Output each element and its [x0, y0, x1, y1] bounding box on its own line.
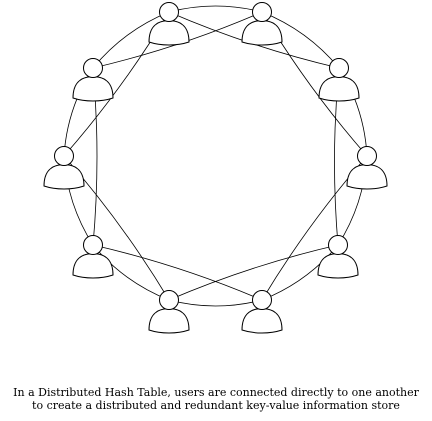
user-icon — [318, 58, 360, 102]
user-body — [346, 164, 388, 190]
user-icon — [148, 2, 190, 46]
user-head — [252, 2, 272, 22]
user-icon — [72, 58, 114, 102]
chord-link — [92, 244, 263, 301]
ring-link — [168, 299, 263, 307]
ring-link — [168, 5, 263, 13]
chord-link — [168, 244, 339, 301]
user-body — [72, 253, 114, 279]
caption-line-1: In a Distributed Hash Table, users are c… — [13, 386, 419, 399]
user-head — [83, 58, 103, 78]
user-icon — [241, 290, 283, 334]
user-icon — [72, 235, 114, 279]
caption-line-2: to create a distributed and redundant ke… — [32, 399, 400, 412]
user-head — [54, 146, 74, 166]
user-head — [159, 2, 179, 22]
user-icon — [148, 290, 190, 334]
dht-network-diagram — [43, 2, 388, 334]
user-icon — [43, 146, 85, 190]
user-body — [72, 76, 114, 102]
user-body — [241, 308, 283, 334]
figure-caption: In a Distributed Hash Table, users are c… — [0, 386, 432, 412]
user-icon — [241, 2, 283, 46]
user-head — [328, 235, 348, 255]
user-head — [357, 146, 377, 166]
user-icon — [317, 235, 359, 279]
user-head — [252, 290, 272, 310]
chord-edges — [63, 11, 368, 301]
user-body — [317, 253, 359, 279]
user-head — [159, 290, 179, 310]
user-icon — [346, 146, 388, 190]
user-body — [148, 20, 190, 46]
user-head — [329, 58, 349, 78]
user-body — [43, 164, 85, 190]
user-nodes — [43, 2, 388, 334]
user-head — [83, 235, 103, 255]
user-body — [318, 76, 360, 102]
user-body — [148, 308, 190, 334]
user-body — [241, 20, 283, 46]
